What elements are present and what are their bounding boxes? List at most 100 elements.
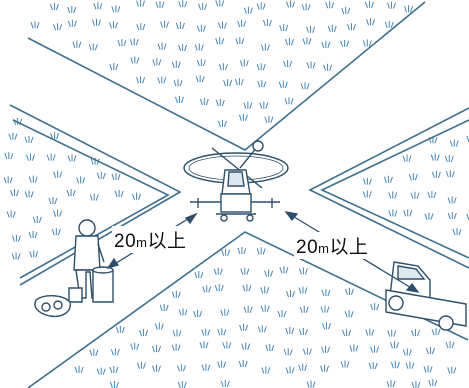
grass-tuft-icon [298,286,308,294]
grass-tuft-icon [173,79,183,87]
left-field-edge [9,104,182,286]
grass-tuft-icon [109,63,119,71]
grass-tuft-icon [196,59,206,67]
grass-tuft-icon [322,322,331,330]
grass-tuft-icon [215,0,225,7]
grass-tuft-icon [89,348,99,356]
grass-tuft-icon [411,329,420,337]
grass-tuft-icon [130,342,140,350]
grass-tuft-icon [384,20,394,29]
truck-icon [385,261,467,331]
grass-tuft-icon [46,153,56,161]
grass-tuft-icon [257,325,267,333]
grass-tuft-icon [195,75,205,83]
grass-tuft-icon [431,170,441,178]
grass-tuft-icon [257,80,267,88]
grass-tuft-icon [411,380,421,388]
grass-tuft-icon [366,18,376,26]
grass-tuft-icon [11,234,21,242]
grass-tuft-icon [157,76,167,84]
grass-tuft-icon [217,328,227,336]
grass-tuft-icon [30,21,40,29]
grass-tuft-icon [199,97,209,106]
grass-tuft-icon [196,24,206,32]
grass-tuft-icon [320,364,330,372]
grass-tuft-icon [117,39,127,47]
grass-tuft-icon [67,19,77,27]
grass-tuft-icon [321,288,331,297]
grass-tuft-icon [10,189,20,197]
grass-tuft-icon [259,101,269,109]
grass-tuft-icon [89,193,99,201]
grass-tuft-icon [344,287,354,296]
grass-tuft-icon [136,76,146,84]
grass-tuft-icon [151,364,161,372]
grass-tuft-icon [277,309,287,318]
top-field-edge [27,1,426,151]
grass-tuft-icon [349,344,359,352]
grass-tuft-icon [237,19,247,28]
grass-tuft-icon [201,363,211,371]
grass-tuft-icon [306,25,316,33]
grass-tuft-icon [193,310,203,318]
grass-tuft-icon [25,153,35,161]
left-distance-suffix: 以上 [147,231,187,252]
right-distance-number: 20 [296,237,319,258]
grass-tuft-icon [175,21,185,30]
grass-tuft-icon [423,365,433,373]
grass-tuft-icon [387,329,397,337]
grass-tuft-icon [260,286,270,294]
grass-tuft-icon [306,380,316,388]
grass-tuft-icon [28,175,38,183]
grass-tuft-icon [171,290,181,298]
grass-tuft-icon [32,215,42,224]
grass-tuft-icon [48,196,58,205]
grass-tuft-icon [346,23,356,31]
grass-tuft-icon [202,285,212,293]
left-arrowhead-near-helicopter [184,212,198,225]
right-distance-unit: m [318,241,330,256]
grass-tuft-icon [300,82,310,90]
grass-tuft-icon [445,170,455,178]
grass-tuft-icon [284,38,294,46]
grass-tuft-icon [321,345,330,353]
grass-tuft-icon [284,97,294,105]
grass-tuft-icon [340,39,350,48]
right-distance-suffix: 以上 [329,237,369,258]
grass-tuft-icon [194,271,204,279]
grass-tuft-icon [130,56,140,64]
grass-tuft-icon [72,40,82,48]
grass-tuft-icon [342,328,352,337]
grass-tuft-icon [256,2,266,10]
grass-tuft-icon [199,341,209,349]
left-distance-label: 20m以上 [112,226,189,253]
grass-tuft-icon [111,173,121,181]
grass-tuft-icon [264,269,274,277]
grass-tuft-icon [386,1,396,9]
grass-tuft-icon [92,18,101,26]
grass-tuft-icon [29,250,39,258]
grass-tuft-icon [243,6,253,14]
grass-tuft-icon [298,267,308,275]
grass-tuft-icon [261,366,271,374]
grass-tuft-icon [286,290,295,298]
grass-tuft-icon [174,95,184,104]
grass-tuft-icon [6,210,16,218]
grass-tuft-icon [243,305,253,313]
grass-tuft-icon [218,119,227,128]
worker-icon [34,219,114,318]
grass-tuft-icon [447,196,457,204]
grass-tuft-icon [262,19,272,27]
grass-tuft-icon [302,347,312,355]
grass-tuft-icon [110,348,120,356]
grass-tuft-icon [67,6,77,14]
left-field-inner-edge [12,119,170,279]
grass-tuft-icon [256,63,266,71]
grass-tuft-icon [66,189,76,197]
grass-tuft-icon [242,284,252,292]
grass-tuft-icon [109,21,118,29]
grass-tuft-icon [388,209,398,217]
grass-tuft-icon [425,347,435,355]
